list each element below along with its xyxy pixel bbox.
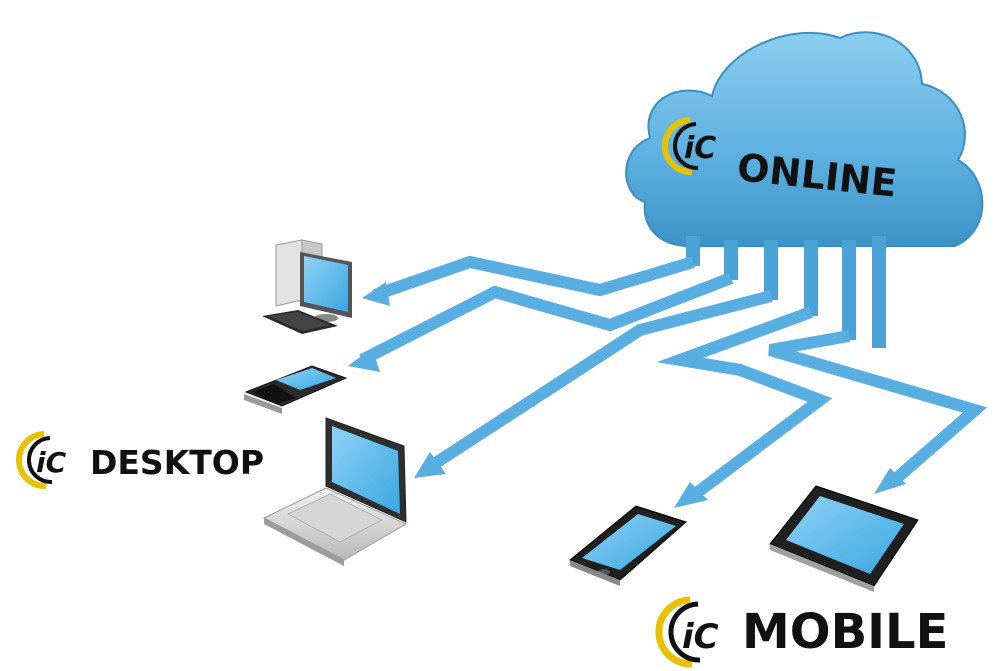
- desktop-label: DESKTOP: [90, 443, 264, 482]
- mobile-logo-mark: iC: [682, 617, 719, 657]
- tablet-icon: [769, 485, 919, 592]
- desktop-computer-icon: [262, 239, 352, 334]
- arrow-to-smartphone: [656, 306, 833, 503]
- arrow-to-desktop: [373, 255, 695, 301]
- brand-desktop: iC DESKTOP: [16, 431, 264, 490]
- laptop-icon: [262, 417, 408, 566]
- mobile-label: MOBILE: [742, 604, 948, 660]
- cloud-icon: [625, 31, 984, 348]
- ic-logo-icon: iC: [655, 596, 719, 668]
- brand-mobile: iC MOBILE: [655, 596, 948, 668]
- ic-logo-icon: iC: [662, 117, 716, 176]
- online-logo-mark: iC: [684, 131, 716, 166]
- arrow-to-tablet: [768, 330, 988, 489]
- blackberry-phone-icon: [244, 365, 348, 414]
- arrow-to-blackberry: [359, 272, 734, 366]
- desktop-logo-mark: iC: [36, 446, 67, 479]
- ic-logo-icon: iC: [16, 431, 67, 490]
- sync-arrows: [359, 255, 988, 503]
- arrow-to-laptop: [424, 290, 773, 474]
- arrow-heads: [348, 282, 906, 508]
- smartphone-icon: [569, 505, 687, 586]
